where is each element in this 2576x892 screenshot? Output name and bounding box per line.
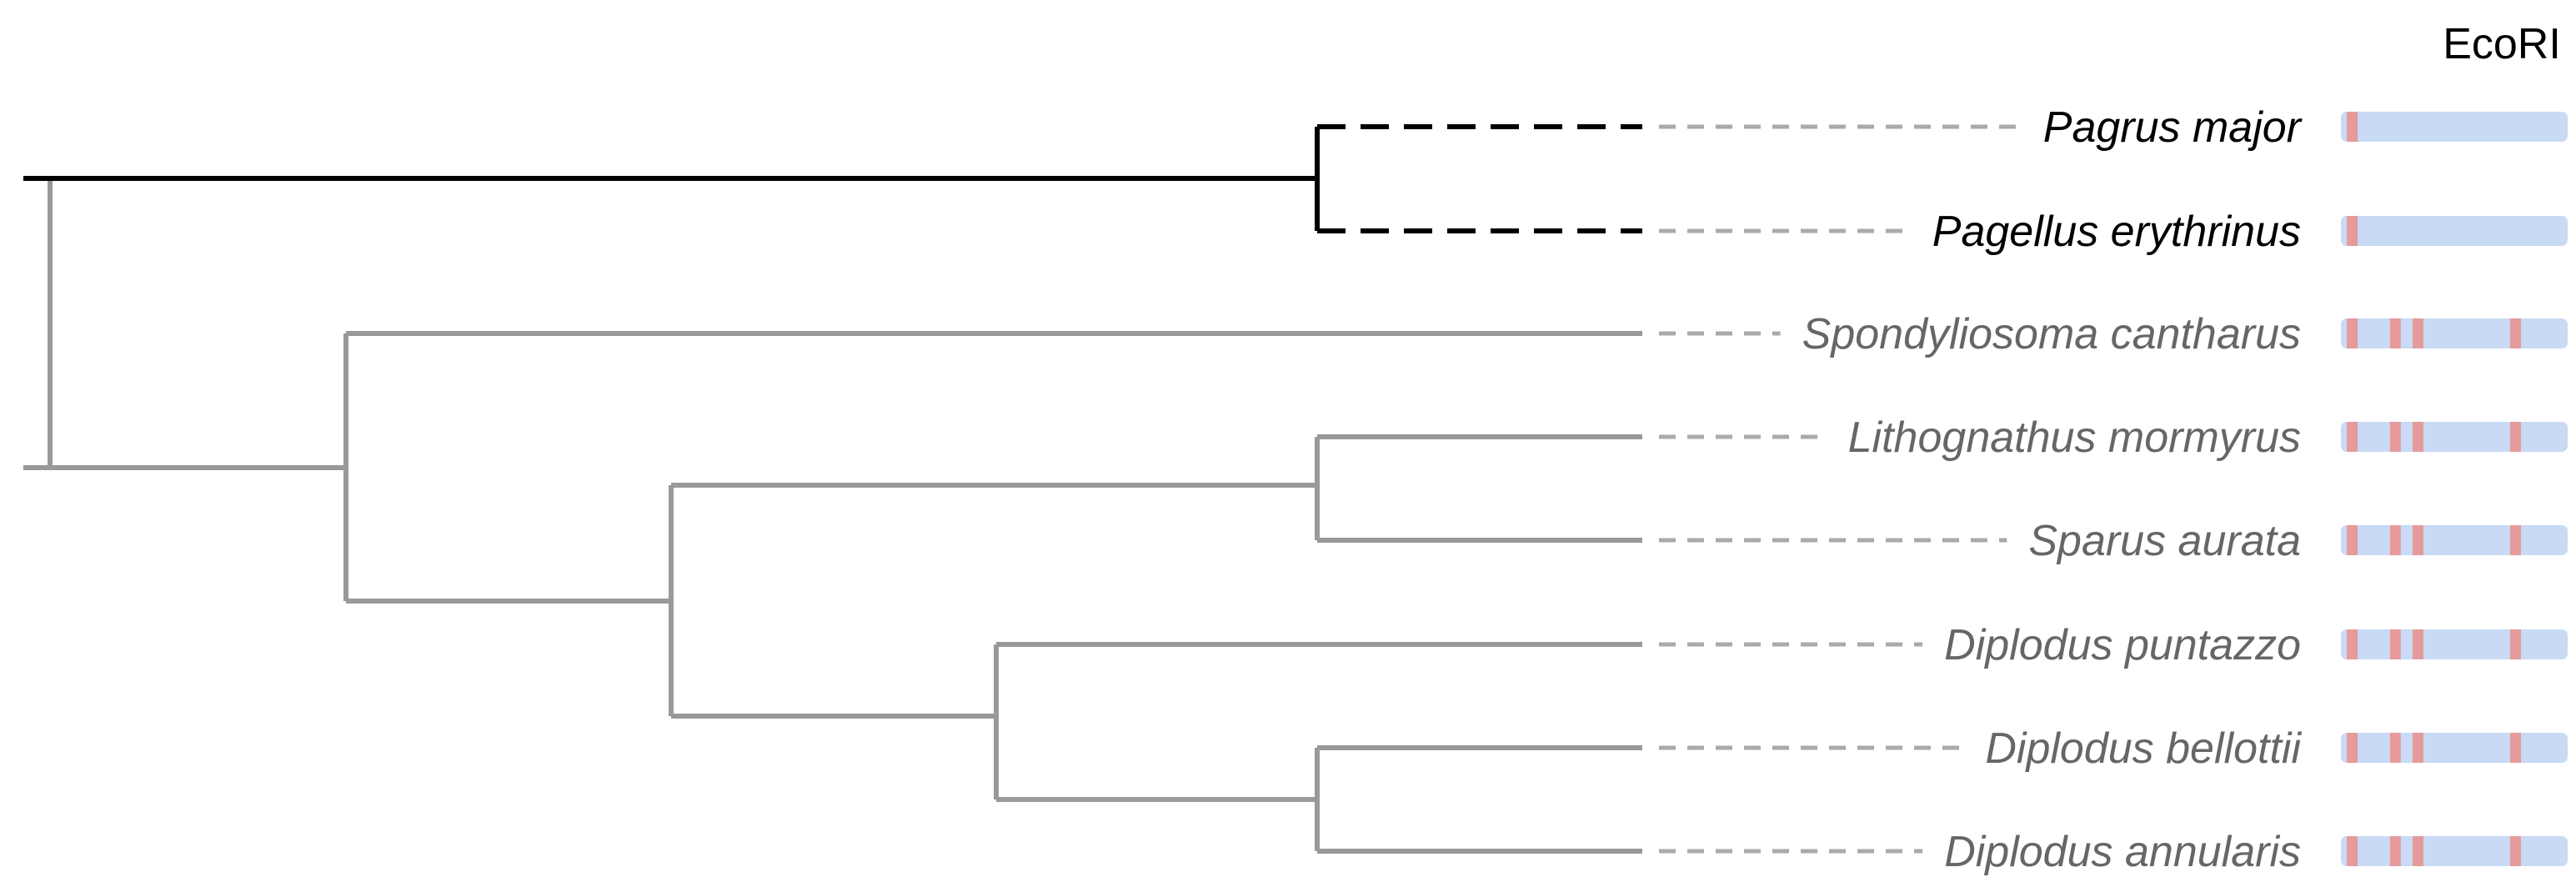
taxon-label-diplodus-annularis: Diplodus annularis bbox=[1944, 828, 2301, 876]
restriction-track-diplodus-bellottii bbox=[2341, 733, 2568, 763]
label-connectors bbox=[1659, 124, 2022, 854]
taxon-label-sparus-aurata: Sparus aurata bbox=[2028, 517, 2301, 565]
ecori-site-pagrus-major-1 bbox=[2347, 112, 2358, 142]
ecori-site-diplodus-bellottii-1 bbox=[2347, 733, 2358, 763]
restriction-track-sparus-aurata bbox=[2341, 525, 2568, 555]
ecori-site-lithognathus-mormyrus-2 bbox=[2389, 422, 2401, 452]
restriction-track-lithognathus-mormyrus bbox=[2341, 422, 2568, 452]
ecori-site-diplodus-puntazzo-3 bbox=[2412, 629, 2423, 659]
ecori-site-spondyliosoma-cantharus-2 bbox=[2389, 318, 2401, 348]
ecori-site-spondyliosoma-cantharus-1 bbox=[2347, 318, 2358, 348]
ecori-site-spondyliosoma-cantharus-4 bbox=[2509, 318, 2521, 348]
ecori-site-diplodus-annularis-1 bbox=[2347, 836, 2358, 866]
ecori-site-diplodus-annularis-2 bbox=[2389, 836, 2401, 866]
taxon-label-diplodus-bellottii: Diplodus bellottii bbox=[1985, 724, 2302, 773]
ecori-site-lithognathus-mormyrus-4 bbox=[2509, 422, 2521, 452]
ecori-site-lithognathus-mormyrus-1 bbox=[2347, 422, 2358, 452]
restriction-track-diplodus-puntazzo bbox=[2341, 629, 2568, 659]
taxon-label-spondyliosoma-cantharus: Spondyliosoma cantharus bbox=[1802, 310, 2301, 358]
ecori-site-diplodus-puntazzo-4 bbox=[2509, 629, 2521, 659]
restriction-track-pagrus-major bbox=[2341, 112, 2568, 142]
ecori-site-sparus-aurata-1 bbox=[2347, 525, 2358, 555]
enzyme-header: EcoRI bbox=[2443, 20, 2561, 68]
tree-branches bbox=[23, 124, 1642, 854]
ecori-site-sparus-aurata-4 bbox=[2509, 525, 2521, 555]
ecori-site-diplodus-annularis-4 bbox=[2509, 836, 2521, 866]
taxon-label-lithognathus-mormyrus: Lithognathus mormyrus bbox=[1848, 413, 2301, 462]
restriction-track-diplodus-annularis bbox=[2341, 836, 2568, 866]
ecori-site-pagellus-erythrinus-1 bbox=[2347, 216, 2358, 246]
restriction-tracks bbox=[2341, 112, 2568, 866]
taxon-label-pagellus-erythrinus: Pagellus erythrinus bbox=[1932, 208, 2301, 256]
taxon-label-diplodus-puntazzo: Diplodus puntazzo bbox=[1944, 621, 2301, 669]
ecori-site-sparus-aurata-3 bbox=[2412, 525, 2423, 555]
ecori-site-lithognathus-mormyrus-3 bbox=[2412, 422, 2423, 452]
restriction-track-pagellus-erythrinus bbox=[2341, 216, 2568, 246]
ecori-site-diplodus-puntazzo-2 bbox=[2389, 629, 2401, 659]
ecori-site-diplodus-annularis-3 bbox=[2412, 836, 2423, 866]
ecori-site-spondyliosoma-cantharus-3 bbox=[2412, 318, 2423, 348]
ecori-site-diplodus-puntazzo-1 bbox=[2347, 629, 2358, 659]
restriction-track-spondyliosoma-cantharus bbox=[2341, 318, 2568, 348]
ecori-site-diplodus-bellottii-4 bbox=[2509, 733, 2521, 763]
ecori-site-sparus-aurata-2 bbox=[2389, 525, 2401, 555]
taxon-label-pagrus-major: Pagrus major bbox=[2043, 103, 2303, 152]
ecori-site-diplodus-bellottii-3 bbox=[2412, 733, 2423, 763]
ecori-site-diplodus-bellottii-2 bbox=[2389, 733, 2401, 763]
